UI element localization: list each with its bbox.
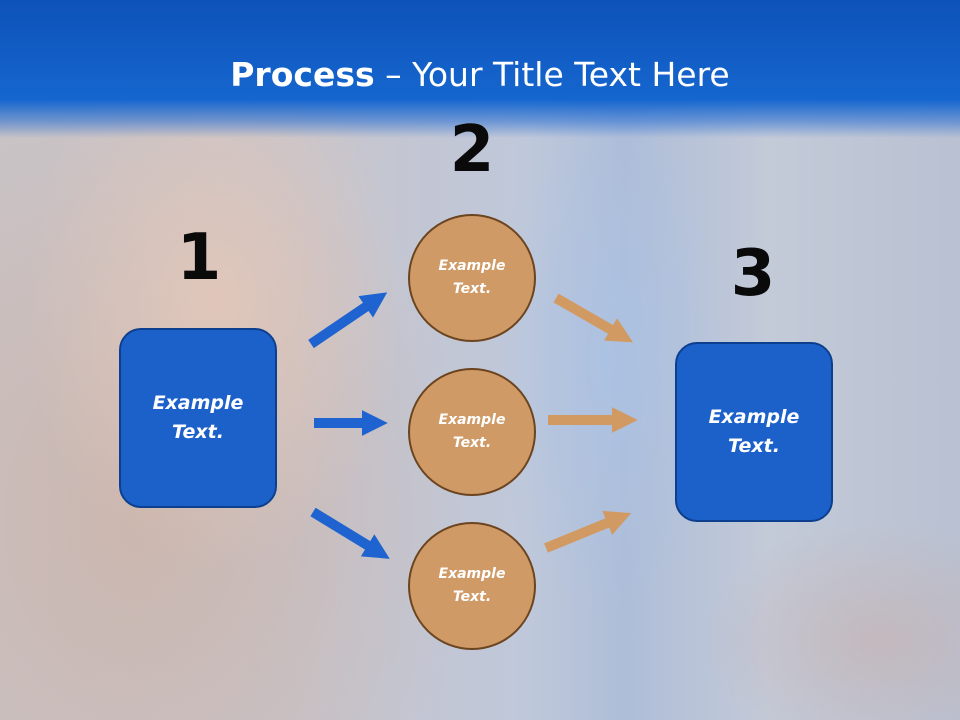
step-number-1: 1 bbox=[176, 221, 222, 295]
step-2-circle-top: Example Text. bbox=[408, 214, 536, 342]
step-1-box: Example Text. bbox=[119, 328, 277, 508]
step-number-3: 3 bbox=[730, 237, 776, 311]
step-number-2: 2 bbox=[449, 113, 495, 187]
step-1-text: Example Text. bbox=[152, 392, 244, 443]
step-3-text: Example Text. bbox=[708, 406, 800, 457]
slide-title: Process – Your Title Text Here bbox=[0, 52, 960, 98]
arrow-1-to-2-top bbox=[308, 292, 388, 349]
step-2-circle-middle: Example Text. bbox=[408, 368, 536, 496]
arrow-1-to-2-bottom bbox=[310, 507, 390, 559]
arrow-2-top-to-3 bbox=[553, 293, 634, 343]
title-band bbox=[0, 0, 960, 138]
title-rest: – Your Title Text Here bbox=[374, 55, 730, 94]
title-bold: Process bbox=[230, 55, 375, 94]
arrow-2-bottom-to-3 bbox=[544, 510, 632, 553]
circle-top-text: Example Text. bbox=[438, 258, 506, 297]
step-3-box: Example Text. bbox=[675, 342, 833, 522]
step-2-circle-bottom: Example Text. bbox=[408, 522, 536, 650]
circle-bottom-text: Example Text. bbox=[438, 566, 506, 605]
circle-middle-text: Example Text. bbox=[438, 412, 506, 451]
